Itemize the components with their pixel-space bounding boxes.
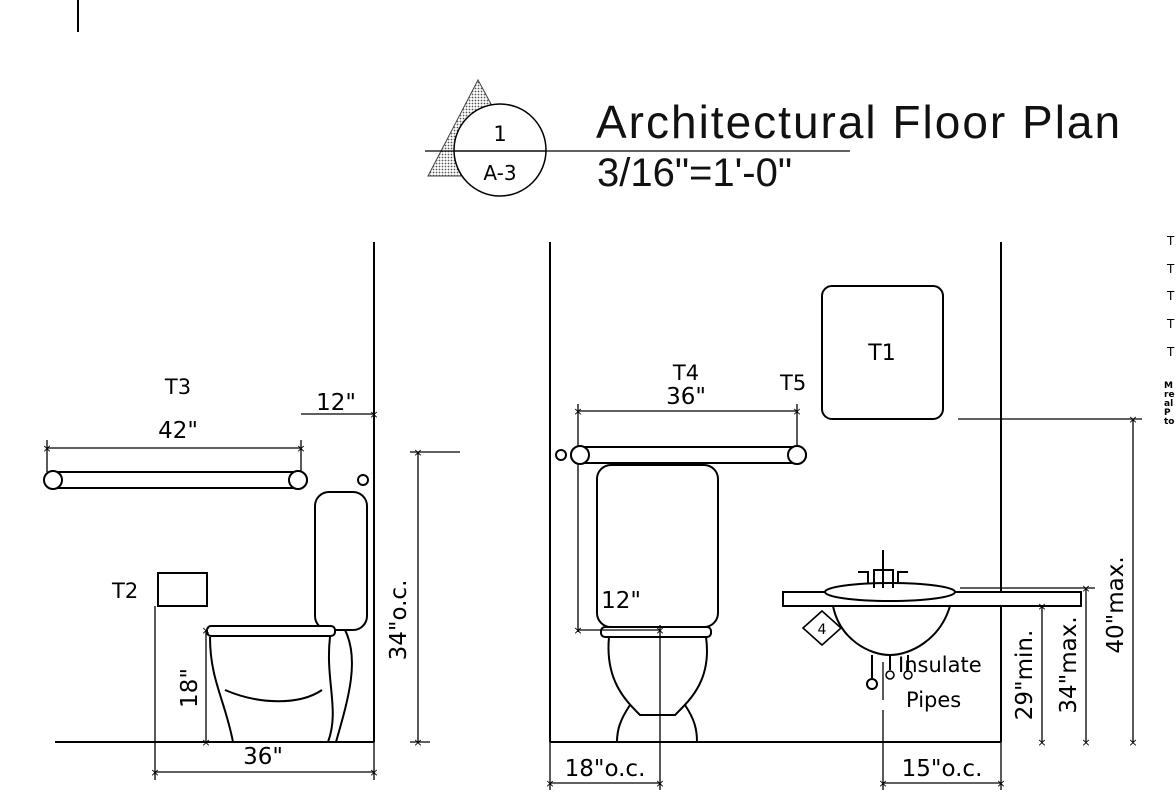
sink-drain xyxy=(871,655,909,678)
right-toilet-pedestal xyxy=(616,704,698,743)
tissue-dispenser xyxy=(157,572,208,607)
callout-hatch-triangle xyxy=(425,0,480,402)
dim-29-tick: × xyxy=(1037,600,1046,613)
tag-t4: T4 xyxy=(672,361,699,385)
right-bar-flange-a xyxy=(570,445,590,465)
callout-sheet: A-3 xyxy=(483,161,516,185)
mirror-height-dim: 40"max. xyxy=(1103,556,1129,653)
tag-t1: T1 xyxy=(867,341,895,366)
note-line-4: P xyxy=(1164,408,1171,418)
left-toilet-bowl xyxy=(209,636,334,743)
note-tag-3: T xyxy=(1166,289,1175,303)
tag-t3: T3 xyxy=(164,375,191,399)
right-grab-bar-drop: 12" xyxy=(601,588,641,614)
dim-34oc-tick: × xyxy=(413,446,422,459)
dim-34oc-tick-b: × xyxy=(413,736,422,749)
callout-number: 1 xyxy=(493,122,506,146)
sink-centerline-dim: 15"o.c. xyxy=(902,756,983,782)
insulate-line1: Insulate xyxy=(898,653,982,677)
dim-34max-tick-b: × xyxy=(1081,736,1090,749)
dim-42-tick-b: × xyxy=(296,442,305,455)
left-seat-height: 18" xyxy=(177,668,203,708)
right-elevation: T1 T5 × × 36" T4 × 12" × xyxy=(545,242,1142,790)
drain-trap-a xyxy=(866,678,878,690)
sink-rim xyxy=(824,582,956,602)
left-bar-flange-b xyxy=(288,470,308,490)
dim-15oc-tick-b: × xyxy=(996,777,1005,790)
dim-r36-tick-b: × xyxy=(792,405,801,418)
note-line-5: to xyxy=(1164,417,1175,427)
faucet xyxy=(858,550,908,588)
mirror xyxy=(821,285,944,420)
dim-12-tick: × xyxy=(369,408,378,421)
left-grab-bar-length: 42" xyxy=(158,418,198,444)
dim-34max-tick: × xyxy=(1081,582,1090,595)
right-grab-bar xyxy=(570,446,807,464)
dim-18oc-tick: × xyxy=(545,777,554,790)
left-grab-bar xyxy=(44,471,308,489)
toilet-centerline-dim: 18"o.c. xyxy=(565,756,646,782)
callout-circle xyxy=(453,103,547,197)
left-toilet-seat xyxy=(206,625,336,637)
left-bar-flange-a xyxy=(43,470,63,490)
knee-clearance-dim: 29"min. xyxy=(1012,630,1038,721)
right-bar-flange-b xyxy=(787,445,807,465)
right-toilet-bowl xyxy=(607,636,708,716)
drawing-title: Architectural Floor Plan xyxy=(596,96,1122,148)
sink-basin xyxy=(832,605,951,657)
dim-18-tick: × xyxy=(201,624,210,637)
notes-column: T T T T T M re al P to xyxy=(1164,234,1175,427)
left-toilet-tank xyxy=(314,491,368,631)
keynote-number: 4 xyxy=(818,622,827,638)
drain-trap-c xyxy=(903,670,913,680)
dim-15oc-tick: × xyxy=(878,777,887,790)
left-grab-bar-offset: 12" xyxy=(316,390,356,416)
note-line-3: al xyxy=(1164,399,1173,409)
note-tag-5: T xyxy=(1166,345,1175,359)
dim-36-tick-b: × xyxy=(369,766,378,779)
dim-42-tick: × xyxy=(42,442,51,455)
rim-height-dim: 34"max. xyxy=(1056,616,1082,713)
left-bar-height: 34"o.c. xyxy=(386,580,412,661)
tag-t2: T2 xyxy=(111,579,138,603)
insulate-line2: Pipes xyxy=(906,688,961,712)
right-tissue-holder-knob xyxy=(555,449,567,461)
dim-36-tick: × xyxy=(150,766,159,779)
dim-r12-tick: × xyxy=(573,624,582,637)
dim-r36-tick: × xyxy=(573,405,582,418)
note-line-1: M xyxy=(1164,381,1173,391)
dim-29-tick-b: × xyxy=(1037,736,1046,749)
dim-18oc-tick-b: × xyxy=(655,777,664,790)
drawing-scale: 3/16"=1'-0" xyxy=(597,151,792,195)
dim-18-tick-b: × xyxy=(201,736,210,749)
note-tag-1: T xyxy=(1166,234,1175,248)
right-grab-bar-length: 36" xyxy=(666,384,706,410)
left-centerline-dim: 36" xyxy=(243,744,283,770)
keynote-diamond xyxy=(801,609,843,647)
left-toilet-pedestal xyxy=(335,629,353,743)
dim-40max-tick: × xyxy=(1128,413,1137,426)
drain-trap-b xyxy=(885,670,895,680)
toilet-centerline-tick: × xyxy=(655,624,664,637)
left-elevation: T2 × × 42" T3 × 12" × × 18" × × 36" xyxy=(42,242,460,780)
tag-t5: T5 xyxy=(779,371,806,395)
note-tag-4: T xyxy=(1166,317,1175,331)
title-block: 1 A-3 Architectural Floor Plan 3/16"=1'-… xyxy=(425,0,1122,402)
note-tag-2: T xyxy=(1166,262,1175,276)
left-tissue-holder-knob xyxy=(357,474,369,486)
dim-40max-tick-b: × xyxy=(1128,736,1137,749)
note-line-2: re xyxy=(1164,390,1175,400)
